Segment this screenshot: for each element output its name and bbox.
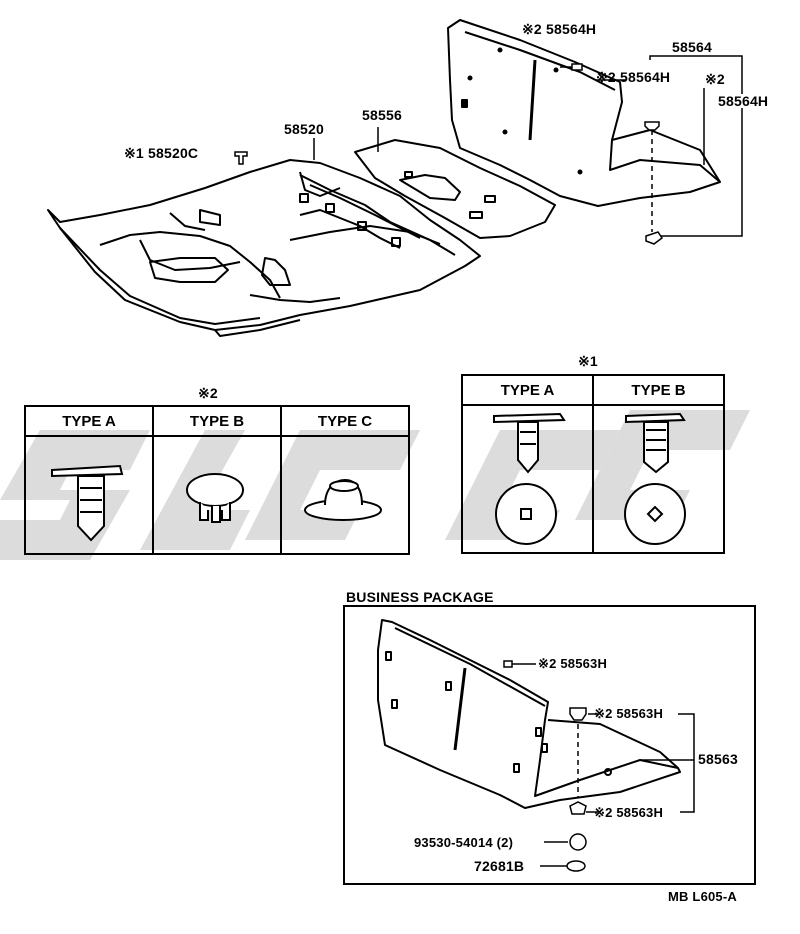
type2-table-heading: ※2 bbox=[198, 385, 218, 401]
callout-58563h-low: ※2 58563H bbox=[594, 805, 664, 820]
callout-58563: 58563 bbox=[698, 751, 738, 767]
floor-carpet-illustration bbox=[47, 159, 481, 337]
callout-72681b: 72681B bbox=[474, 858, 525, 874]
business-package-box bbox=[343, 605, 756, 885]
type1-clip-images bbox=[493, 412, 686, 545]
type2-cell-c: TYPE C bbox=[282, 407, 408, 553]
type1-cell-a: TYPE A bbox=[463, 376, 594, 552]
callout-58556: 58556 bbox=[362, 107, 402, 123]
type1-cell-b: TYPE B bbox=[594, 376, 723, 552]
callout-58520: 58520 bbox=[284, 121, 324, 137]
footer-code: MB L605-A bbox=[668, 889, 737, 904]
callout-58563h-top: ※2 58563H bbox=[538, 656, 608, 671]
callout-58520c: ※1 58520C bbox=[124, 145, 199, 161]
type2-clip-images bbox=[51, 464, 382, 542]
type1-header-a: TYPE A bbox=[463, 376, 592, 406]
type1-table: TYPE A TYPE B bbox=[461, 374, 725, 554]
type1-table-heading: ※1 bbox=[578, 353, 598, 369]
callout-93530-54014: 93530-54014 (2) bbox=[414, 835, 514, 850]
business-leader-lines bbox=[512, 663, 695, 867]
type2-table: TYPE A TYPE B TYPE C bbox=[24, 405, 410, 555]
callout-58564h-mid: ※2 58564H bbox=[596, 69, 671, 85]
callout-58564h-right-mark: ※2 bbox=[705, 71, 725, 87]
type2-cell-b: TYPE B bbox=[154, 407, 282, 553]
type1-header-b: TYPE B bbox=[594, 376, 723, 406]
callout-58563h-mid: ※2 58563H bbox=[594, 706, 664, 721]
clip-icons-top bbox=[234, 63, 664, 245]
front-mat-illustration bbox=[354, 139, 556, 239]
type2-header-b: TYPE B bbox=[154, 407, 280, 437]
rear-trim-illustration bbox=[447, 19, 721, 207]
callout-58564h-top: ※2 58564H bbox=[522, 21, 597, 37]
top-leader-lines bbox=[313, 55, 743, 237]
type2-header-a: TYPE A bbox=[26, 407, 152, 437]
callout-58564h-right: 58564H bbox=[718, 93, 769, 109]
type2-cell-a: TYPE A bbox=[26, 407, 154, 553]
type2-header-c: TYPE C bbox=[282, 407, 408, 437]
business-clip-icons bbox=[503, 660, 587, 872]
business-package-title: BUSINESS PACKAGE bbox=[346, 589, 494, 605]
callout-58564: 58564 bbox=[672, 39, 712, 55]
